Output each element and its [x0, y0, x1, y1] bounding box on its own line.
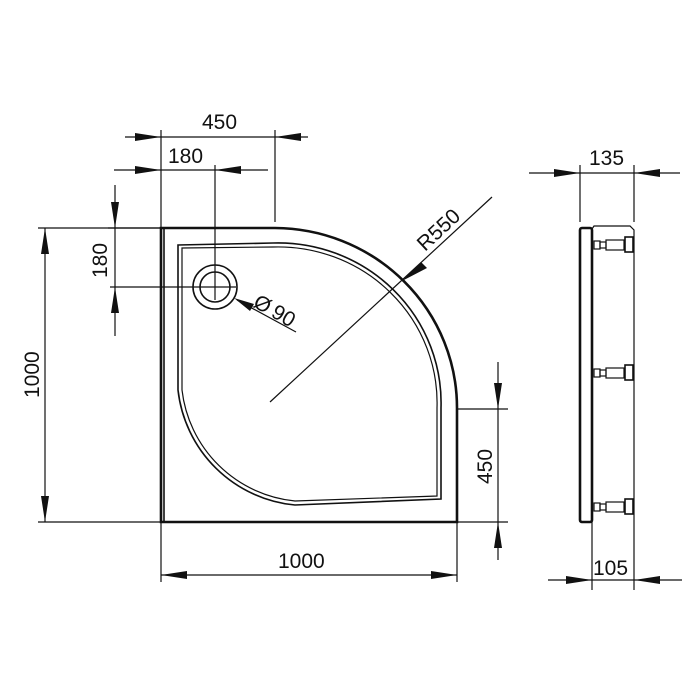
adjustable-leg: [593, 236, 634, 253]
dim-bottom-1000: 1000: [160, 522, 458, 582]
dim-1000-bottom-label: 1000: [278, 550, 325, 573]
dim-1000-left-label: 1000: [21, 351, 44, 398]
radius-label: R550: [413, 205, 465, 256]
side-view: 135 105: [529, 147, 682, 590]
dim-180-top-label: 180: [168, 145, 203, 168]
basin-outline: [177, 242, 442, 506]
dim-left-180: 180: [89, 185, 161, 336]
drain: [110, 165, 238, 310]
dim-450-right-label: 450: [474, 449, 497, 484]
dim-135-label: 135: [589, 147, 624, 170]
dim-180-left-label: 180: [89, 243, 112, 278]
diameter-value: 90: [268, 300, 300, 332]
tray-rim-profile: [578, 226, 594, 524]
dim-top-135: 135: [529, 147, 680, 222]
plan-view: Ø 90 R550 450 180: [21, 111, 508, 582]
dim-right-450: 450: [457, 362, 508, 560]
radius-callout: R550: [269, 196, 493, 403]
drain-diameter-callout: Ø 90: [234, 290, 300, 333]
dim-bottom-105: 105: [548, 557, 682, 584]
adjustable-leg: [593, 364, 634, 381]
dim-left-1000: 1000: [21, 227, 161, 523]
dim-105-label: 105: [593, 557, 628, 580]
adjustable-leg: [593, 498, 634, 515]
dim-top-450: 450: [125, 111, 308, 228]
dim-450-top-label: 450: [202, 111, 237, 134]
support-frame: [591, 225, 635, 522]
dim-top-180: 180: [114, 145, 268, 174]
tray-outer-outline: [159, 226, 459, 524]
